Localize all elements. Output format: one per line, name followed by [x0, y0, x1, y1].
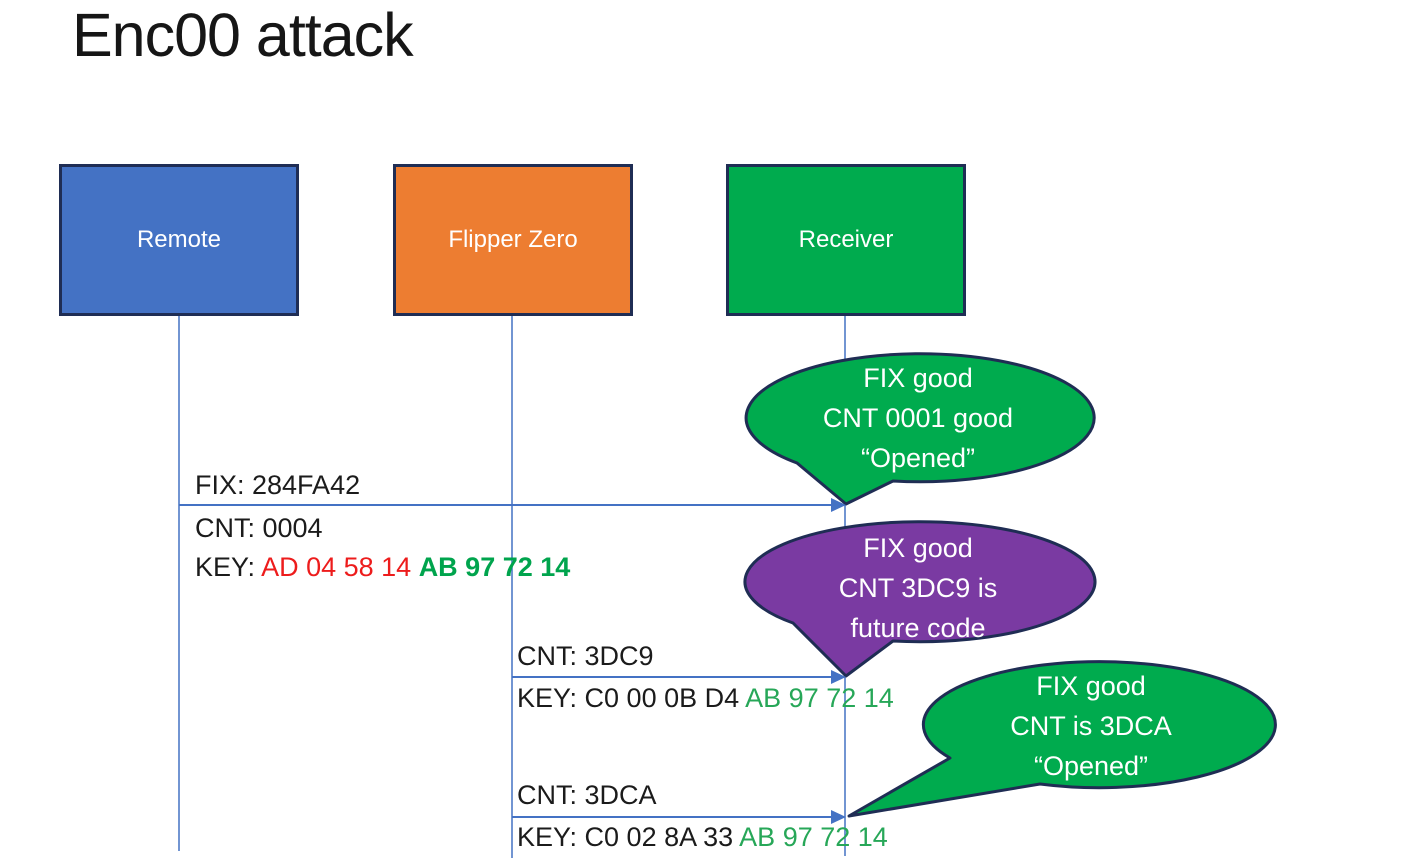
actor-label-remote: Remote — [136, 226, 222, 253]
callout-bubble-3 — [847, 660, 1277, 818]
callout-3-text: FIX good CNT is 3DCA “Opened” — [911, 666, 1271, 786]
msg3-key-green-segment: AB 97 72 14 — [739, 822, 888, 852]
callout-line: FIX good — [863, 363, 973, 393]
callout-line: “Opened” — [1033, 751, 1149, 781]
arrowhead-1 — [831, 498, 846, 512]
msg2-key-prefix: KEY: C0 00 0B D4 — [517, 683, 746, 713]
msg1-key-red-segment: AD 04 58 14 — [261, 552, 419, 582]
msg2-cnt-label: CNT: 3DC9 — [517, 641, 654, 671]
callout-line: FIX good — [863, 533, 973, 563]
msg2-key-green-segment: AB 97 72 14 — [745, 683, 894, 713]
arrowhead-2 — [831, 670, 846, 684]
actor-box-remote: Remote — [59, 164, 299, 316]
callout-line: future code — [850, 613, 986, 643]
actor-box-flipper-zero: Flipper Zero — [393, 164, 633, 316]
callout-line: FIX good — [1036, 671, 1146, 701]
actor-box-receiver: Receiver — [726, 164, 966, 316]
msg1-cnt-label: CNT: 0004 — [195, 513, 323, 543]
slide-title: Enc00 attack — [72, 1, 414, 69]
actor-label-flipper-zero: Flipper Zero — [448, 226, 578, 253]
callout-line: CNT 3DC9 is — [838, 573, 998, 603]
callout-2-text: FIX good CNT 3DC9 is future code — [738, 528, 1098, 648]
msg3-key-label: KEY: C0 02 8A 33 AB 97 72 14 — [517, 822, 888, 853]
msg1-key-label: KEY: AD 04 58 14 AB 97 72 14 — [195, 552, 570, 583]
msg1-key-green-segment: AB 97 72 14 — [418, 552, 571, 582]
msg3-key-prefix: KEY: C0 02 8A 33 — [517, 822, 740, 852]
arrowhead-3 — [831, 810, 846, 824]
callout-1-text: FIX good CNT 0001 good “Opened” — [738, 358, 1098, 478]
msg2-key-label: KEY: C0 00 0B D4 AB 97 72 14 — [517, 683, 894, 714]
actor-label-receiver: Receiver — [798, 226, 894, 253]
msg1-key-prefix: KEY: — [195, 552, 262, 582]
callout-line: CNT is 3DCA — [1010, 711, 1172, 741]
callout-line: CNT 0001 good — [822, 403, 1014, 433]
callout-bubble-1 — [744, 352, 1096, 506]
callout-line: “Opened” — [860, 443, 976, 473]
msg3-cnt-label: CNT: 3DCA — [517, 780, 657, 810]
callout-bubble-2 — [743, 520, 1097, 678]
msg1-fix-label: FIX: 284FA42 — [195, 470, 361, 500]
